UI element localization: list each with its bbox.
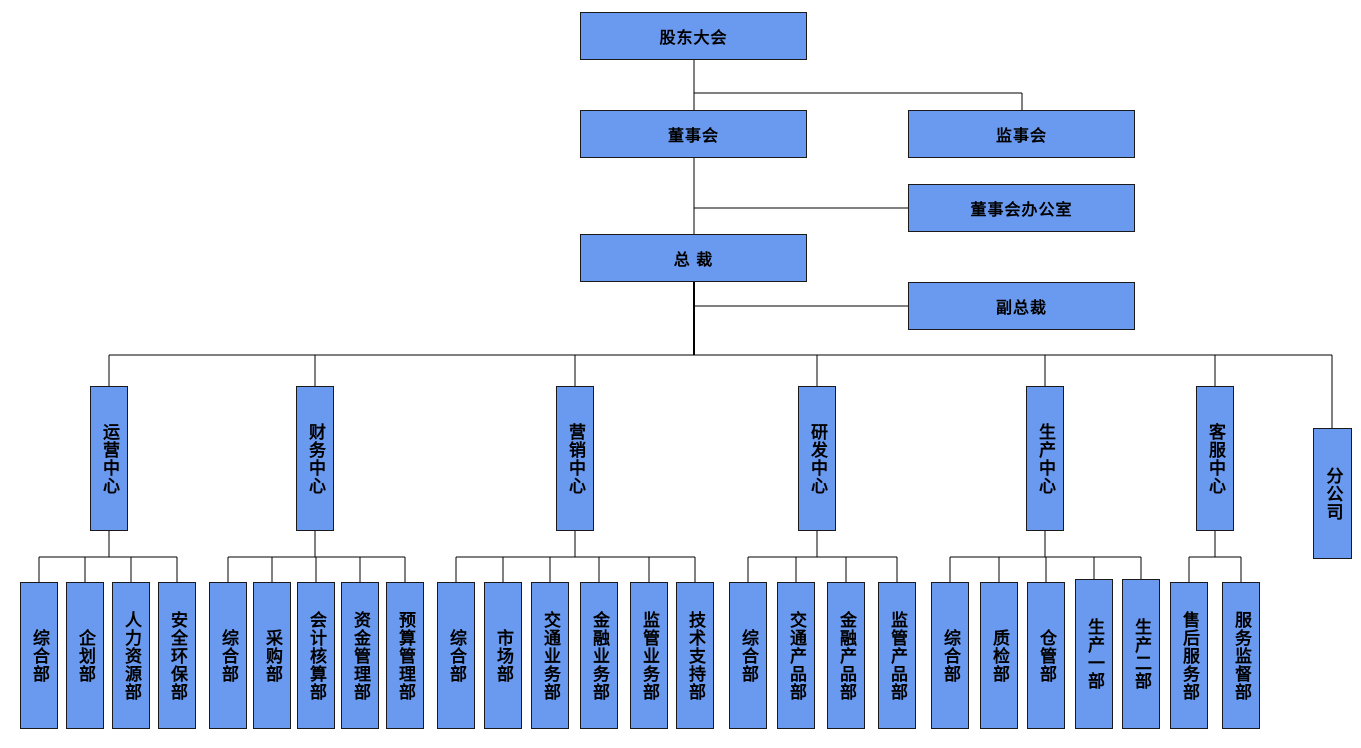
center-node: 营销中心 <box>556 386 594 531</box>
department-node: 资金管理部 <box>341 582 379 729</box>
node-president: 总 裁 <box>580 234 807 282</box>
node-vice-president: 副总裁 <box>908 282 1135 330</box>
department-node: 交通业务部 <box>531 582 569 729</box>
department-node: 预算管理部 <box>386 582 424 729</box>
department-node: 生产二部 <box>1122 579 1160 729</box>
center-node: 研发中心 <box>798 386 836 531</box>
department-node: 生产一部 <box>1075 579 1113 729</box>
department-node: 技术支持部 <box>676 582 714 729</box>
node-board: 董事会 <box>580 110 807 158</box>
department-node: 质检部 <box>980 582 1018 729</box>
department-node: 综合部 <box>20 582 58 729</box>
center-node: 运营中心 <box>90 386 128 531</box>
node-supervisors: 监事会 <box>908 110 1135 158</box>
department-node: 采购部 <box>253 582 291 729</box>
department-node: 监管业务部 <box>630 582 668 729</box>
department-node: 金融产品部 <box>827 582 865 729</box>
node-board-office: 董事会办公室 <box>908 184 1135 232</box>
department-node: 人力资源部 <box>112 582 150 729</box>
department-node: 会计核算部 <box>297 582 335 729</box>
department-node: 综合部 <box>729 582 767 729</box>
center-node: 客服中心 <box>1196 386 1234 531</box>
department-node: 综合部 <box>209 582 247 729</box>
department-node: 售后服务部 <box>1170 582 1208 729</box>
department-node: 监管产品部 <box>878 582 916 729</box>
department-node: 金融业务部 <box>580 582 618 729</box>
department-node: 综合部 <box>931 582 969 729</box>
center-node: 财务中心 <box>296 386 334 531</box>
department-node: 服务监督部 <box>1222 582 1260 729</box>
department-node: 交通产品部 <box>777 582 815 729</box>
department-node: 综合部 <box>437 582 475 729</box>
department-node: 仓管部 <box>1027 582 1065 729</box>
center-node: 生产中心 <box>1026 386 1064 531</box>
node-shareholders: 股东大会 <box>580 12 807 60</box>
department-node: 安全环保部 <box>158 582 196 729</box>
department-node: 企划部 <box>66 582 104 729</box>
department-node: 市场部 <box>484 582 522 729</box>
node-branch: 分公司 <box>1313 428 1352 559</box>
